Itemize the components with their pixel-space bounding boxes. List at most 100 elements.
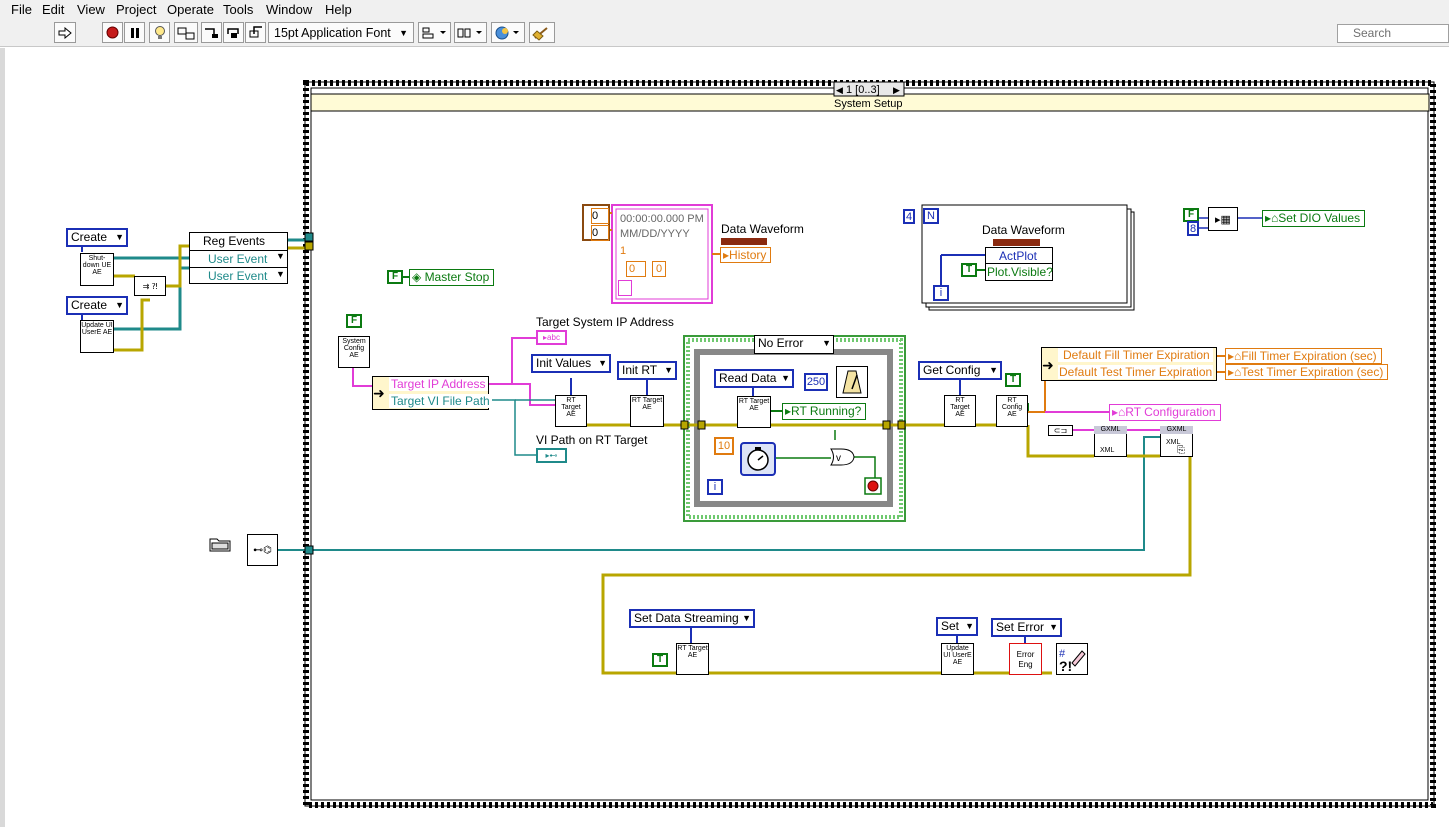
create-select-2[interactable]: Create bbox=[66, 296, 128, 315]
rt-target-ae-vi-2[interactable]: RT Target AE bbox=[630, 395, 664, 427]
set-error-select[interactable]: Set Error bbox=[991, 618, 1062, 637]
timestamp-time: 00:00:00.000 PM bbox=[620, 213, 704, 225]
default-test-field[interactable]: Default Test Timer Expiration bbox=[1058, 365, 1214, 379]
wait-ms-constant[interactable]: 250 bbox=[804, 373, 828, 391]
elapsed-time-express-vi[interactable] bbox=[740, 442, 776, 476]
rt-target-ae-vi-1[interactable]: RT Target AE bbox=[555, 395, 587, 427]
clear-errors-icon[interactable]: #?! bbox=[1056, 643, 1088, 675]
set-dio-label: Set DIO Values bbox=[1278, 211, 1361, 225]
search-input[interactable]: Search bbox=[1337, 24, 1449, 43]
menu-view[interactable]: View bbox=[77, 2, 105, 17]
set-data-streaming-select[interactable]: Set Data Streaming bbox=[629, 609, 755, 628]
target-vi-path-field[interactable]: Target VI File Path bbox=[389, 394, 492, 408]
strip-path-icon[interactable]: ⊷⌬ bbox=[247, 534, 278, 566]
distribute-icon bbox=[457, 28, 482, 37]
init-values-select[interactable]: Init Values bbox=[531, 354, 611, 373]
config-true-constant[interactable]: T bbox=[1005, 373, 1021, 387]
menu-help[interactable]: Help bbox=[325, 2, 352, 17]
streaming-true-constant[interactable]: T bbox=[652, 653, 668, 667]
system-config-ae-vi[interactable]: System Config AE bbox=[338, 336, 370, 368]
abort-button[interactable] bbox=[102, 22, 123, 43]
set-select[interactable]: Set bbox=[936, 617, 978, 636]
rt-running-local[interactable]: ▸RT Running? bbox=[782, 403, 867, 420]
waveform-indicator-1 bbox=[721, 238, 767, 245]
property-node[interactable] bbox=[985, 247, 1053, 281]
menu-file[interactable]: File bbox=[11, 2, 32, 17]
config-false-constant[interactable]: F bbox=[346, 314, 362, 328]
plot-visible-property[interactable]: Plot.Visible? bbox=[987, 265, 1053, 279]
divider bbox=[189, 267, 288, 268]
init-rt-select[interactable]: Init RT bbox=[617, 361, 677, 380]
lightbulb-icon bbox=[154, 25, 165, 39]
update-ui-usere-ae-vi[interactable]: Update UI UserE AE bbox=[80, 320, 114, 353]
retain-wire-values-button[interactable] bbox=[174, 22, 198, 43]
test-timer-local[interactable]: ▸⌂Test Timer Expiration (sec) bbox=[1225, 364, 1389, 380]
case-error-selector[interactable]: No Error bbox=[754, 335, 834, 354]
wait-ms-icon[interactable] bbox=[836, 366, 868, 398]
menu-tools[interactable]: Tools bbox=[223, 2, 254, 17]
update-ui-usere-ae-vi-bottom[interactable]: Update UI UserE AE bbox=[941, 643, 974, 675]
align-icon bbox=[422, 27, 446, 38]
abort-icon bbox=[106, 26, 119, 39]
toolbar: 15pt Application Font ▼ bbox=[0, 19, 1449, 47]
stop-icon bbox=[867, 480, 879, 492]
case-selector-label[interactable]: 1 [0..3] bbox=[846, 84, 880, 96]
step-into-button[interactable] bbox=[201, 22, 222, 43]
vi-path-label: VI Path on RT Target bbox=[536, 433, 648, 447]
align-objects-button[interactable] bbox=[418, 22, 451, 43]
step-out-button[interactable] bbox=[245, 22, 266, 43]
folder-icon[interactable] bbox=[209, 535, 231, 552]
false-constant[interactable]: F bbox=[387, 270, 403, 284]
build-array-icon[interactable]: ▸▦ bbox=[1208, 207, 1238, 231]
case-next-icon[interactable]: ▶ bbox=[893, 85, 900, 95]
rt-target-ae-vi-config[interactable]: RT Target AE bbox=[944, 395, 976, 427]
get-config-select[interactable]: Get Config bbox=[918, 361, 1002, 380]
read-data-select[interactable]: Read Data bbox=[714, 369, 794, 388]
actplot-property[interactable]: ActPlot bbox=[999, 249, 1038, 263]
rt-configuration-label: RT Configuration bbox=[1125, 405, 1216, 419]
font-select[interactable]: 15pt Application Font ▼ bbox=[268, 22, 414, 43]
menu-window[interactable]: Window bbox=[266, 2, 313, 17]
loop-count-constant[interactable]: 4 bbox=[903, 209, 915, 224]
highlight-execution-button[interactable] bbox=[149, 22, 170, 43]
menu-edit[interactable]: Edit bbox=[42, 2, 65, 17]
build-cluster-node[interactable]: ⇉ ⁈ bbox=[134, 276, 166, 296]
variant-constant[interactable]: ⊂⊐ bbox=[1048, 425, 1073, 436]
dio-false-constant[interactable]: F bbox=[1183, 208, 1199, 222]
user-event-1-label[interactable]: User Event bbox=[208, 252, 268, 266]
error-eng-vi[interactable]: Error Eng bbox=[1009, 643, 1042, 675]
case-selector[interactable] bbox=[833, 81, 905, 97]
string-indicator-icon: ▸abc bbox=[536, 330, 567, 345]
window-left-edge bbox=[0, 48, 5, 827]
dio-count-constant[interactable]: 8 bbox=[1187, 221, 1199, 236]
master-stop-local[interactable]: ◈ Master Stop bbox=[409, 269, 495, 286]
rt-configuration-local[interactable]: ▸⌂RT Configuration bbox=[1109, 404, 1221, 421]
shutdown-ue-ae-vi[interactable]: Shut-down UE AE bbox=[80, 253, 114, 286]
run-arrow-button[interactable] bbox=[54, 22, 76, 43]
run-arrow-icon bbox=[58, 26, 72, 39]
create-select-1[interactable]: Create bbox=[66, 228, 128, 247]
timeout-constant[interactable]: 10 bbox=[714, 437, 734, 455]
cluster-value-a: 0 bbox=[591, 208, 609, 224]
menu-operate[interactable]: Operate bbox=[167, 2, 214, 17]
step-over-button[interactable] bbox=[223, 22, 244, 43]
search-placeholder: Search bbox=[1353, 26, 1392, 40]
case-prev-icon[interactable]: ◀ bbox=[836, 85, 843, 95]
distribute-objects-button[interactable] bbox=[454, 22, 487, 43]
true-constant[interactable]: T bbox=[961, 263, 977, 277]
pause-button[interactable] bbox=[124, 22, 145, 43]
menu-project[interactable]: Project bbox=[116, 2, 157, 17]
rt-target-ae-vi-read[interactable]: RT Target AE bbox=[737, 396, 771, 428]
set-dio-values-local[interactable]: ▸⌂Set DIO Values bbox=[1262, 210, 1366, 227]
reg-events-node[interactable] bbox=[189, 232, 288, 284]
rt-config-ae-vi[interactable]: RT Config AE bbox=[996, 395, 1028, 427]
default-fill-field[interactable]: Default Fill Timer Expiration bbox=[1058, 348, 1213, 362]
history-property[interactable]: ▸History bbox=[720, 247, 772, 263]
rt-target-ae-vi-stream[interactable]: RT Target AE bbox=[676, 643, 709, 675]
fill-timer-local[interactable]: ▸⌂Fill Timer Expiration (sec) bbox=[1225, 348, 1382, 364]
target-ip-field[interactable]: Target IP Address bbox=[389, 377, 488, 391]
user-event-2-label[interactable]: User Event bbox=[208, 269, 268, 283]
clean-up-diagram-button[interactable] bbox=[529, 22, 555, 43]
eraser-icon: #?! bbox=[1059, 648, 1086, 673]
reorder-button[interactable] bbox=[491, 22, 525, 43]
